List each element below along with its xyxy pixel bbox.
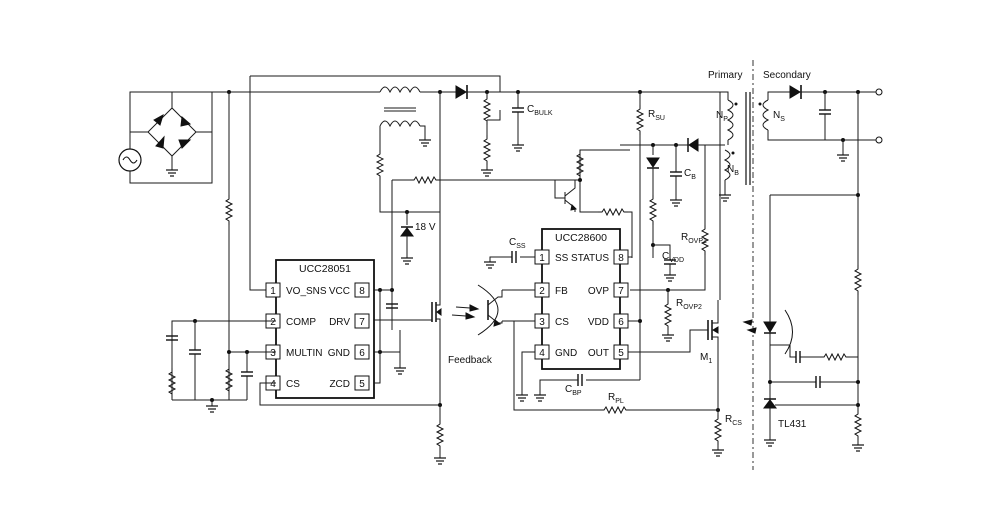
ic1-pin5-num: 5 (359, 379, 365, 390)
ic2-pin1-name: SS (555, 253, 569, 264)
ic1-pin3-num: 3 (270, 348, 276, 359)
ac-source (118, 91, 213, 184)
ic2-body (541, 228, 621, 370)
ic1-pin3-name: MULTIN (286, 348, 322, 359)
ic1-pin8-name: VCC (329, 286, 350, 297)
ic1-pin5-name: ZCD (329, 379, 350, 390)
ic1-pin2-name: COMP (286, 317, 316, 328)
tl431-label: TL431 (778, 419, 807, 430)
ic2-pin7-num: 7 (618, 286, 624, 297)
aux-supply (620, 138, 725, 342)
ic1-pin7-box (354, 313, 370, 329)
ic1-pin5-box (354, 375, 370, 391)
ic1-pin1-name: VO_SNS (286, 286, 327, 297)
pfc-mosfet (374, 92, 447, 465)
pfc-inductor (376, 86, 442, 213)
flyback-transformer: Primary Secondary (640, 60, 811, 470)
ic2-pin8-name: STATUS (571, 253, 609, 264)
n-s-label: NS (773, 110, 785, 123)
c-vdd-label: CVDD (662, 251, 684, 264)
ic1-pin1-num: 1 (270, 286, 276, 297)
secondary-label: Secondary (763, 70, 811, 81)
c-bp-label: CBP (565, 384, 582, 397)
r-pl-label: RPL (608, 392, 624, 405)
feedback-label: Feedback (448, 355, 493, 366)
c-ss-label: CSS (509, 237, 526, 250)
r-su-label: RSU (648, 109, 665, 122)
ic2-pin7-box (613, 282, 629, 298)
ic1-name: UCC28051 (299, 263, 351, 275)
ic1-pin6-box (354, 344, 370, 360)
ic1-pin1-box (265, 282, 281, 298)
pfc-output-divider (480, 90, 501, 177)
ic1-pin4-name: CS (286, 379, 300, 390)
n-p-label: NP (716, 110, 728, 123)
bulk-capacitor (511, 90, 525, 152)
m1-label: M1 (700, 352, 712, 365)
n-b-label: NB (727, 164, 739, 177)
ic1-pin2-num: 2 (270, 317, 276, 328)
ic1-pin8-num: 8 (359, 286, 365, 297)
ic1-pin8-box (354, 282, 370, 298)
startup-network (550, 90, 644, 380)
ic-ucc28600: UCC28600 1 SS 2 FB 3 CS 4 GND 8 STATUS 7… (534, 228, 629, 370)
ic1-pin6-name: GND (328, 348, 350, 359)
ic2-pin3-num: 3 (539, 317, 545, 328)
ic2-pin5-num: 5 (618, 348, 624, 359)
ic1-wiring (165, 288, 440, 413)
ic2-pin2-name: FB (555, 286, 568, 297)
secondary-output: TL431 (742, 85, 883, 452)
ic2-pin5-name: OUT (588, 348, 609, 359)
ic1-pin6-num: 6 (359, 348, 365, 359)
ic2-pin6-num: 6 (618, 317, 624, 328)
ic1-pin7-num: 7 (359, 317, 365, 328)
c-bulk-label: CBULK (527, 104, 553, 117)
c-b-label: CB (684, 168, 696, 181)
ic2-pin2-num: 2 (539, 286, 545, 297)
ic2-pin4-name: GND (555, 348, 577, 359)
ic2-pin7-name: OVP (588, 286, 609, 297)
ic-ucc28051: UCC28051 1 VO_SNS 2 COMP 3 MULTIN 4 CS 8… (265, 259, 375, 399)
primary-label: Primary (708, 70, 742, 81)
pfc-boost-diode (440, 85, 640, 99)
r-cs-label: RCS (725, 414, 742, 427)
r-ovp2-label: ROVP2 (676, 298, 702, 311)
ic2-pin1-num: 1 (539, 253, 545, 264)
optocoupler-transistor (451, 284, 503, 336)
ic1-pin7-name: DRV (329, 317, 350, 328)
ic2-wiring (483, 250, 720, 414)
m1-mosfet (707, 92, 725, 457)
ic2-pin4-num: 4 (539, 348, 545, 359)
r-ovp1-label: ROVP1 (681, 232, 707, 245)
ic2-pin8-num: 8 (618, 253, 624, 264)
ic2-pin3-name: CS (555, 317, 569, 328)
bridge-rectifier (130, 92, 212, 177)
ic1-pin4-num: 4 (270, 379, 276, 390)
zener-label: 18 V (415, 222, 436, 233)
ic2-pin6-name: VDD (588, 317, 609, 328)
ic2-name: UCC28600 (555, 232, 607, 244)
